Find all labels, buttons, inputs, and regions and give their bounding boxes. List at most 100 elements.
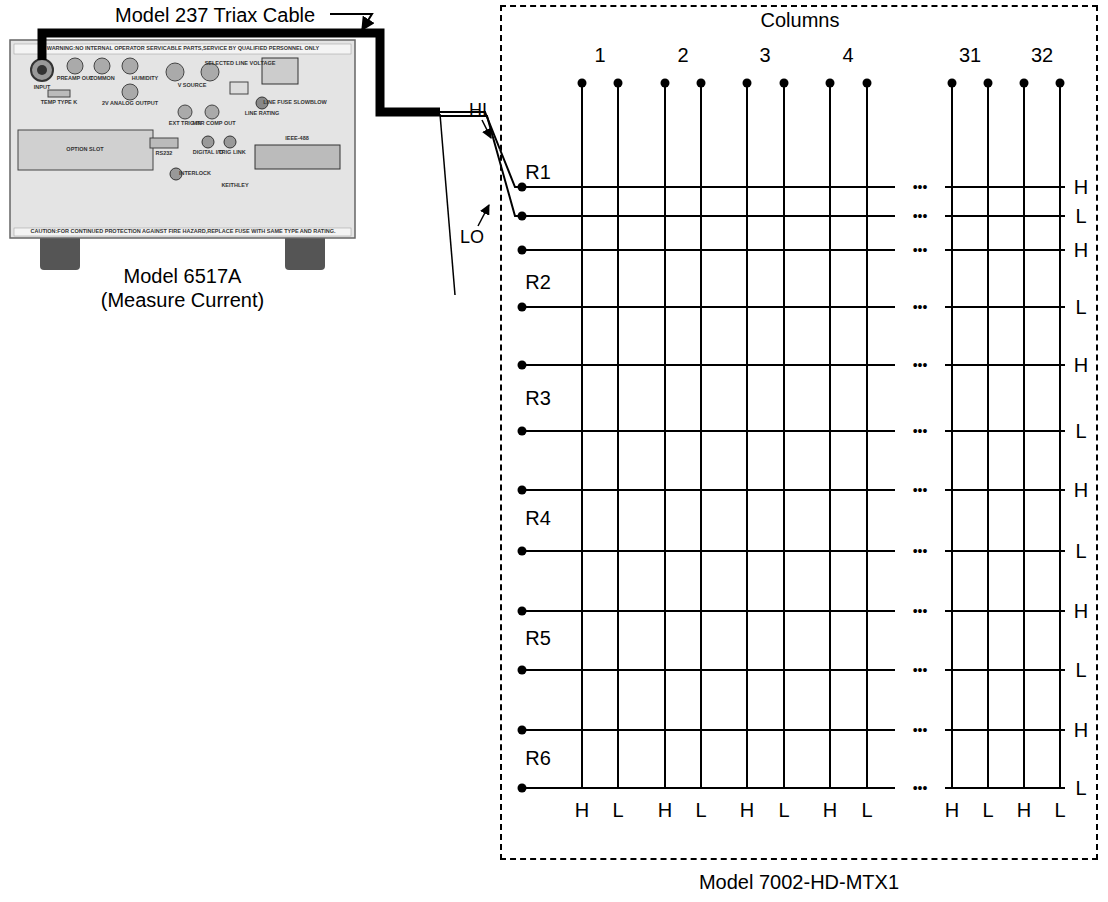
instrument-panel (10, 40, 355, 270)
column-line (1023, 83, 1025, 788)
terminal-dot (780, 79, 789, 88)
ellipsis: ••• (913, 663, 928, 677)
terminal-label: L (1075, 660, 1086, 680)
terminal-label: L (612, 800, 623, 820)
terminal-dot (948, 79, 957, 88)
ellipsis: ••• (913, 781, 928, 795)
ellipsis: ••• (913, 180, 928, 194)
terminal-label: 1 (594, 45, 605, 65)
row-line (522, 729, 895, 731)
terminal-label: H (945, 800, 959, 820)
terminal-dot (578, 79, 587, 88)
row-line (522, 306, 895, 308)
panel-marking: COMMON (89, 76, 115, 82)
panel-marking: CAUTION:FOR CONTINUED PROTECTION AGAINST… (30, 229, 335, 235)
row-line (945, 787, 1065, 789)
column-line (987, 83, 989, 788)
panel-marking: IEEE-488 (285, 136, 309, 142)
terminal-label: H (1074, 480, 1088, 500)
terminal-label: 4 (842, 45, 853, 65)
terminal-label: H (1074, 177, 1088, 197)
terminal-label: L (1075, 778, 1086, 798)
warning-strip (14, 44, 351, 54)
row-line (522, 610, 895, 612)
ellipsis: ••• (913, 604, 928, 618)
row-line (945, 215, 1065, 217)
column-line (866, 83, 868, 788)
hi-wire (500, 150, 522, 188)
triax-connection (42, 33, 500, 150)
terminal-dot (1020, 79, 1029, 88)
terminal-dot (518, 246, 527, 255)
terminal-label: R5 (525, 628, 551, 648)
row-line (945, 550, 1065, 552)
row-line (522, 787, 895, 789)
row-line (945, 249, 1065, 251)
terminal-label: H (1074, 240, 1088, 260)
row-line (945, 430, 1065, 432)
terminal-label: L (1075, 206, 1086, 226)
panel-marking: MTR COMP OUT (193, 121, 236, 127)
terminal-label: H (1017, 800, 1031, 820)
row-line (522, 186, 895, 188)
terminal-label: R3 (525, 388, 551, 408)
ellipsis: ••• (913, 209, 928, 223)
terminal-label: R1 (525, 162, 551, 182)
terminal-label: LO (460, 228, 484, 246)
ellipsis: ••• (913, 483, 928, 497)
terminal-label: L (1075, 541, 1086, 561)
temp-jack (48, 90, 70, 97)
cable-label: Model 237 Triax Cable (115, 5, 315, 25)
panel-marking: LINE FUSE SLOWBLOW (263, 100, 327, 106)
terminal-dot (518, 427, 527, 436)
terminal-dot (518, 547, 527, 556)
row-line (522, 669, 895, 671)
terminal-dot (518, 666, 527, 675)
column-line (664, 83, 666, 788)
terminal-label: L (982, 800, 993, 820)
panel-marking: SELECTED LINE VOLTAGE (205, 61, 276, 67)
terminal-dot (697, 79, 706, 88)
terminal-label: R2 (525, 272, 551, 292)
row-line (522, 215, 895, 217)
instrument: Model 6517A (Measure Current) (10, 40, 355, 320)
leader-line (478, 205, 489, 226)
terminal-dot (518, 183, 527, 192)
terminal-dot (518, 212, 527, 221)
terminal-dot (1056, 79, 1065, 88)
vsource-lo (166, 63, 184, 81)
terminal-label: 2 (677, 45, 688, 65)
panel-marking: PREAMP OUT (57, 76, 94, 82)
panel-marking: OPTION SLOT (66, 147, 103, 153)
ieee-connector (255, 145, 340, 169)
connector (67, 58, 83, 74)
panel-marking: INPUT (34, 85, 51, 91)
row-line (522, 550, 895, 552)
terminal-label: L (778, 800, 789, 820)
column-line (746, 83, 748, 788)
terminal-dot (518, 486, 527, 495)
panel-marking: RS232 (156, 151, 173, 157)
leader-line (330, 14, 372, 30)
caution-strip (14, 228, 351, 236)
terminal-label: H (1074, 601, 1088, 621)
digital-io (202, 136, 214, 148)
terminal-label: 32 (1031, 45, 1053, 65)
option-slot (18, 130, 153, 170)
panel-marking: 2V ANALOG OUTPUT (102, 101, 158, 107)
terminal-dot (984, 79, 993, 88)
terminal-label: L (1054, 800, 1065, 820)
terminal-label: R6 (525, 748, 551, 768)
terminal-dot (743, 79, 752, 88)
column-line (1059, 83, 1061, 788)
column-line (783, 83, 785, 788)
trig-link (224, 136, 236, 148)
input-connector (31, 59, 53, 81)
terminal-label: H (823, 800, 837, 820)
panel-body (10, 40, 355, 238)
